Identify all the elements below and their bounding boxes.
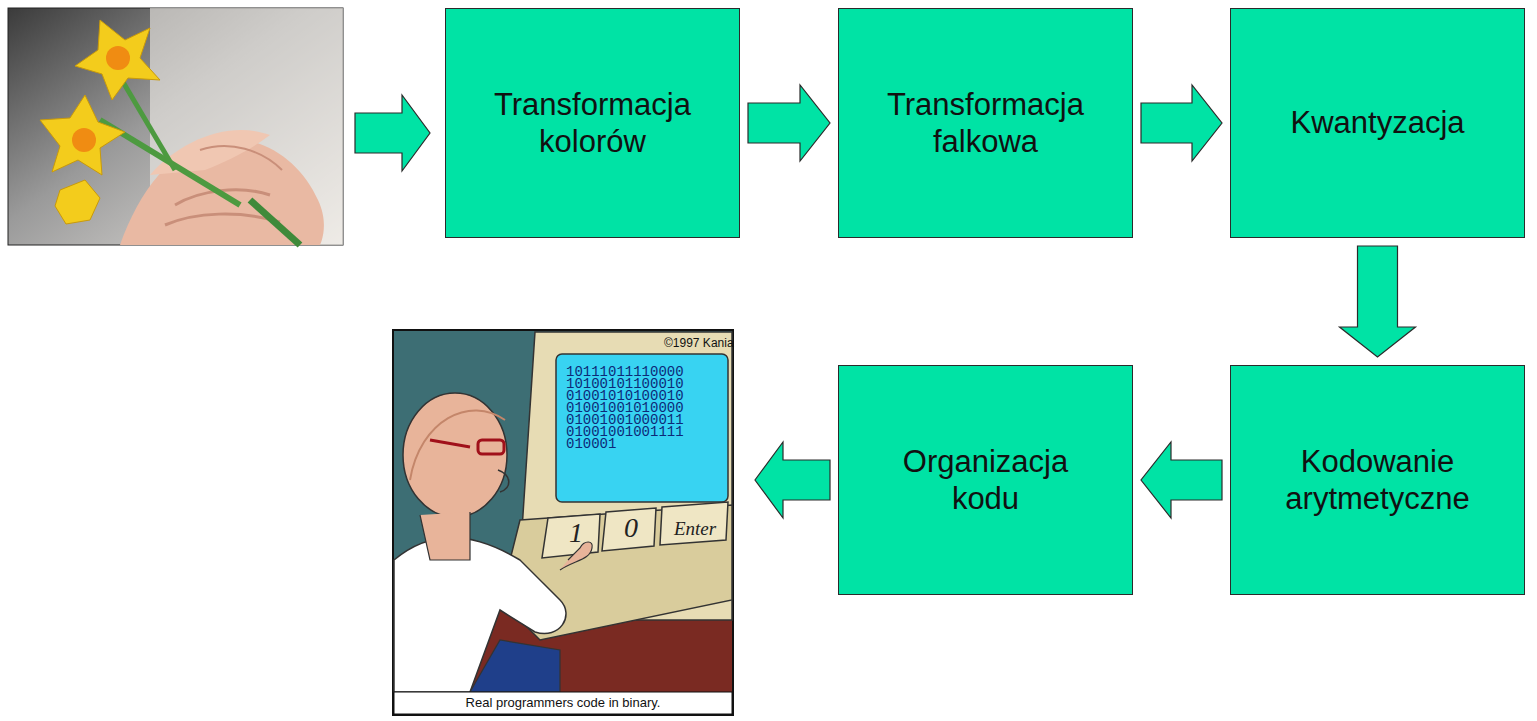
programmer-cartoon: [393, 330, 733, 715]
step-label: Transformacja falkowa: [870, 86, 1102, 160]
key-label: 1: [557, 517, 595, 549]
step-label: Transformacja kolorów: [477, 86, 709, 160]
step-label: Organizacja kodu: [870, 443, 1102, 517]
step-label: Kodowanie arytmetyczne: [1262, 443, 1494, 517]
process-box: Kodowanie arytmetyczne: [1230, 365, 1525, 595]
flow-arrow: [1141, 442, 1222, 518]
key-label: 0: [612, 512, 650, 544]
binary-line: 01001010100010: [566, 390, 684, 402]
flower-photo: [8, 8, 343, 245]
cartoon-caption: Real programmers code in binary.: [394, 695, 732, 710]
process-box: Transformacja falkowa: [838, 8, 1133, 238]
output-arrow: [755, 442, 830, 518]
process-box: Kwantyzacja: [1230, 8, 1525, 238]
process-box: Transformacja kolorów: [445, 8, 740, 238]
flow-arrow: [1141, 85, 1222, 161]
flow-arrow: [1340, 246, 1416, 357]
key-label: Enter: [666, 518, 724, 540]
step-label: Kwantyzacja: [1290, 104, 1464, 141]
binary-line: 10100101100010: [566, 378, 684, 390]
flow-arrow: [748, 85, 830, 161]
process-box: Organizacja kodu: [838, 365, 1133, 595]
copyright-note: ©1997 Kania: [664, 336, 734, 350]
binary-line: 01001001000011: [566, 414, 684, 426]
binary-line: 010001: [566, 438, 616, 450]
input-arrow: [355, 95, 430, 171]
binary-line: 10111011110000: [566, 366, 684, 378]
binary-line: 01001001010000: [566, 402, 684, 414]
binary-line: 01001001001111: [566, 426, 684, 438]
